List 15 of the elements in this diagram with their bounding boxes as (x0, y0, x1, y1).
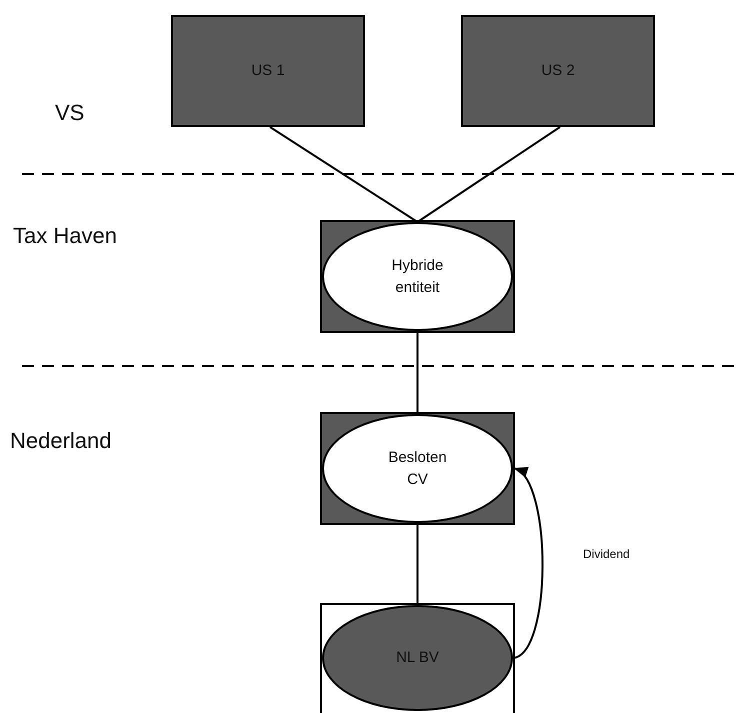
region-label: VS (55, 100, 84, 126)
edge-label: Dividend (583, 547, 630, 561)
node-label: Besloten CV (387, 448, 448, 490)
region-label: Nederland (10, 428, 112, 454)
connector-line (416, 331, 418, 414)
connector-line (269, 126, 418, 223)
entity-box (171, 15, 365, 127)
node-label: US 2 (540, 61, 576, 82)
connector-line (416, 126, 561, 223)
entity-box (461, 15, 655, 127)
node-label: Hybride entiteit (390, 256, 444, 298)
node-label: US 1 (250, 61, 286, 82)
node-label: NL BV (395, 648, 440, 668)
region-label: Tax Haven (13, 223, 117, 249)
connector-line (416, 523, 418, 605)
